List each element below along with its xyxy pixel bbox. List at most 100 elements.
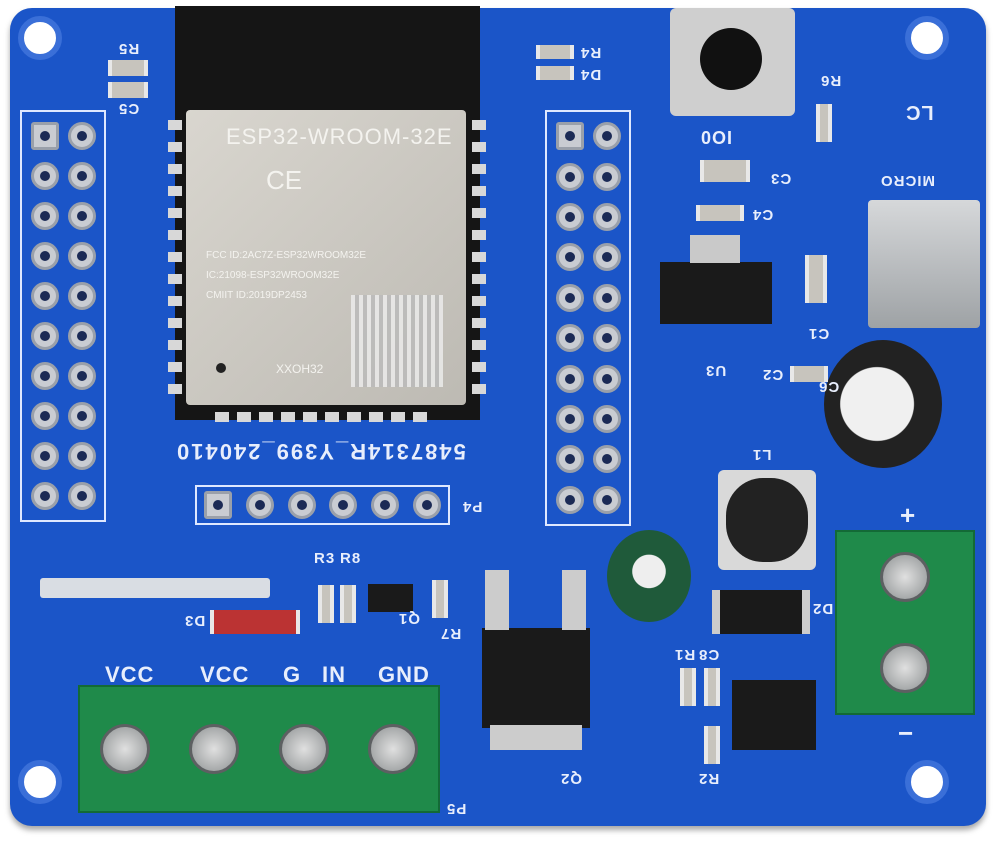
module-pad xyxy=(472,142,486,152)
q2-tab xyxy=(490,725,582,750)
header-pin xyxy=(30,402,59,430)
p4-header xyxy=(195,485,450,525)
module-pad xyxy=(168,318,182,328)
electrolytic-capacitor-large xyxy=(824,340,942,468)
resistor-r2 xyxy=(704,726,720,764)
label-r5: R5 xyxy=(118,40,140,57)
capacitor-c3 xyxy=(700,160,750,182)
header-pin xyxy=(30,442,59,470)
header-pin xyxy=(555,243,584,272)
module-pad xyxy=(472,274,486,284)
ce-mark: CE xyxy=(266,165,303,195)
header-pin xyxy=(329,491,358,519)
module-pad xyxy=(259,412,273,422)
label-r8: R8 xyxy=(340,550,362,567)
header-pin xyxy=(67,482,96,510)
header-pin xyxy=(67,402,96,430)
inductor-l1 xyxy=(718,470,816,570)
mounting-hole xyxy=(905,760,949,804)
ic-soic8 xyxy=(732,680,816,750)
header-pin xyxy=(30,322,59,350)
button-cap[interactable] xyxy=(700,28,762,90)
header-pin xyxy=(555,122,584,151)
left-pin-header xyxy=(20,110,106,522)
header-pin xyxy=(67,442,96,470)
screw-terminal-minus[interactable] xyxy=(880,642,930,693)
led-d4 xyxy=(536,66,574,80)
resistor-r4 xyxy=(536,45,574,59)
header-pin xyxy=(592,485,621,514)
label-r1: R1 xyxy=(674,646,696,663)
resistor-r8 xyxy=(340,585,356,623)
module-pad xyxy=(168,164,182,174)
header-pin xyxy=(30,122,59,150)
mounting-hole xyxy=(18,16,62,60)
pin1-dot xyxy=(216,363,226,373)
minus-label: − xyxy=(898,718,915,748)
inductor-core xyxy=(726,478,808,562)
header-pin xyxy=(555,162,584,191)
module-pad xyxy=(472,340,486,350)
label-c3: C3 xyxy=(770,170,792,187)
module-pad xyxy=(168,296,182,306)
header-pin xyxy=(592,122,621,151)
q2-lead xyxy=(485,570,509,630)
resistor-r5 xyxy=(108,60,148,76)
header-pin xyxy=(371,491,400,519)
header-pin xyxy=(30,362,59,390)
label-c1: C1 xyxy=(808,325,830,342)
module-pad xyxy=(472,296,486,306)
pin-label-vcc: VCC xyxy=(200,662,250,687)
terminal-block-power xyxy=(835,530,975,715)
mounting-hole xyxy=(18,760,62,804)
module-pad xyxy=(168,142,182,152)
screw-terminal-plus[interactable] xyxy=(880,552,930,603)
label-q2: Q2 xyxy=(560,770,583,787)
header-pin xyxy=(30,242,59,270)
header-pin xyxy=(592,243,621,272)
micro-usb-port[interactable] xyxy=(868,200,980,328)
header-pin xyxy=(67,282,96,310)
header-pin xyxy=(67,162,96,190)
module-pad xyxy=(472,384,486,394)
label-r4: R4 xyxy=(580,44,602,61)
label-u3: U3 xyxy=(705,362,727,379)
q2-lead xyxy=(562,570,586,630)
header-pin xyxy=(555,404,584,433)
screw-terminal-g[interactable] xyxy=(278,724,329,774)
silkscreen-strip xyxy=(40,578,270,598)
pin-label-in: IN xyxy=(322,662,346,687)
screw-terminal-in[interactable] xyxy=(368,724,419,774)
header-pin xyxy=(592,404,621,433)
header-pin xyxy=(592,445,621,474)
plus-label: + xyxy=(900,500,917,530)
label-r2: R2 xyxy=(698,770,720,787)
screw-terminal-vcc[interactable] xyxy=(189,724,240,774)
pin-label-g: G xyxy=(283,662,302,687)
module-pad xyxy=(168,340,182,350)
header-pin xyxy=(592,202,621,231)
reset-button[interactable] xyxy=(670,8,795,116)
module-pad xyxy=(168,362,182,372)
header-pin xyxy=(30,202,59,230)
module-pad xyxy=(347,412,361,422)
label-d2: D2 xyxy=(812,600,834,617)
electrolytic-capacitor-small xyxy=(607,530,691,622)
header-pin xyxy=(592,162,621,191)
fcc-id: FCC ID:2AC7Z-ESP32WROOM32E xyxy=(206,250,367,261)
capacitor-c2 xyxy=(790,366,828,382)
label-io0: IO0 xyxy=(700,127,733,147)
u3-tab xyxy=(690,235,740,263)
module-pad xyxy=(472,252,486,262)
header-pin xyxy=(30,282,59,310)
label-lc: LC xyxy=(905,101,934,123)
right-pin-header xyxy=(545,110,631,526)
u3-regulator xyxy=(660,262,772,324)
header-pin xyxy=(555,324,584,353)
header-pin xyxy=(555,202,584,231)
screw-terminal-vcc[interactable] xyxy=(99,724,150,774)
label-p5: P5 xyxy=(446,800,467,817)
module-pad xyxy=(472,164,486,174)
module-pad xyxy=(472,186,486,196)
module-pad xyxy=(281,412,295,422)
